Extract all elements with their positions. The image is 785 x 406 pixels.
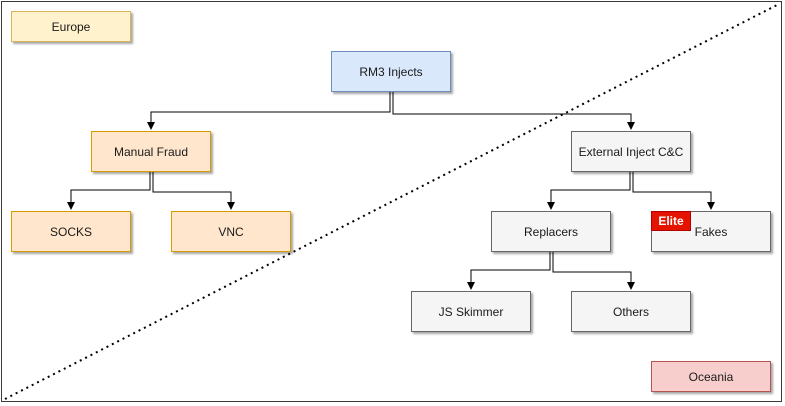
node-socks[interactable]: SOCKS [11, 211, 131, 252]
region-europe-label: Europe [51, 19, 91, 34]
edge-manual-fraud-to-vnc [152, 172, 235, 210]
node-external-inject[interactable]: External Inject C&C [571, 131, 691, 172]
node-fakes-label: Fakes [694, 224, 728, 239]
node-external-inject-label: External Inject C&C [578, 144, 684, 159]
node-socks-label: SOCKS [49, 224, 92, 239]
edge-external-inject-to-replacers [547, 172, 631, 210]
node-manual-fraud-label: Manual Fraud [113, 144, 189, 159]
node-vnc-label: VNC [218, 224, 244, 239]
elite-badge: Elite [651, 211, 691, 231]
region-divider-line [4, 3, 780, 400]
node-rm3-injects[interactable]: RM3 Injects [331, 51, 451, 92]
region-europe[interactable]: Europe [11, 11, 131, 42]
edge-manual-fraud-to-socks [67, 172, 151, 210]
node-others[interactable]: Others [571, 291, 691, 332]
node-js-skimmer-label: JS Skimmer [438, 304, 504, 319]
node-vnc[interactable]: VNC [171, 211, 291, 252]
edge-rm3-to-external-inject [392, 92, 635, 130]
region-oceania-label: Oceania [688, 369, 734, 384]
region-oceania[interactable]: Oceania [651, 361, 771, 392]
edge-replacers-to-others [552, 252, 635, 290]
edge-rm3-to-manual-fraud [147, 92, 391, 130]
node-others-label: Others [612, 304, 649, 319]
node-manual-fraud[interactable]: Manual Fraud [91, 131, 211, 172]
edge-replacers-to-js-skimmer [467, 252, 551, 290]
elite-badge-label: Elite [658, 214, 684, 228]
edge-external-inject-to-fakes [632, 172, 715, 210]
node-rm3-injects-label: RM3 Injects [359, 64, 423, 79]
node-replacers[interactable]: Replacers [491, 211, 611, 252]
node-replacers-label: Replacers [523, 224, 579, 239]
node-js-skimmer[interactable]: JS Skimmer [411, 291, 531, 332]
